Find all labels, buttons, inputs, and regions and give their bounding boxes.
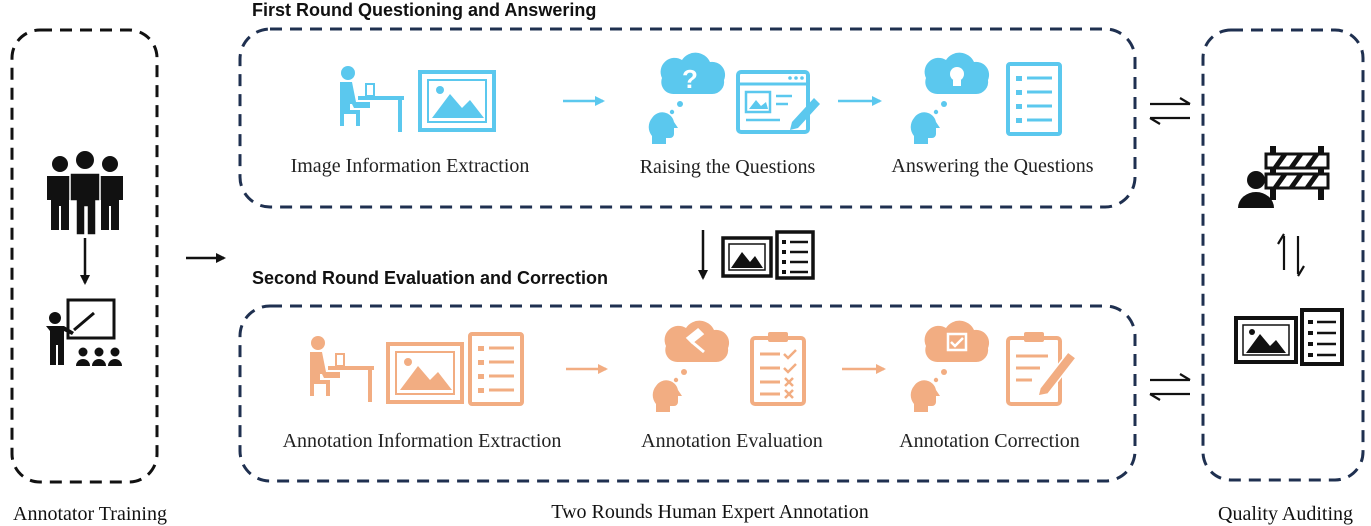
round2-step-2-label: Annotation Evaluation (641, 430, 823, 452)
evaluation-clipboard-icon (750, 332, 806, 406)
round2-audit-exchange-arrows (1149, 373, 1191, 401)
thinking-judge-icon (652, 320, 730, 412)
round1-box (238, 27, 1137, 209)
teacher-classroom-icon (46, 298, 122, 366)
round1-step-1-label: Image Information Extraction (290, 155, 530, 177)
image-icon-round2 (386, 342, 464, 404)
svg-text:?: ? (682, 64, 698, 94)
answer-list-icon (1006, 62, 1062, 136)
round2-box (238, 304, 1137, 483)
image-icon-round1 (418, 70, 496, 132)
text-list-icon-round2 (468, 332, 524, 406)
expert-annotation-caption: Two Rounds Human Expert Annotation (551, 501, 869, 523)
annotator-training-caption: Annotator Training (13, 503, 167, 525)
thinking-question-icon: ? (648, 52, 726, 144)
audit-updown-arrows (1277, 233, 1305, 277)
group-people-icon (47, 151, 123, 236)
image-text-pair-icon-middle (721, 230, 815, 280)
annotator-training-box (10, 28, 159, 484)
round1-step-3-label: Answering the Questions (891, 155, 1094, 177)
thinking-idea-icon (910, 52, 990, 144)
round1-title: First Round Questioning and Answering (252, 0, 597, 20)
browser-edit-icon (736, 70, 820, 134)
image-text-pair-icon-audit (1234, 308, 1344, 366)
auditor-barrier-icon (1238, 146, 1330, 208)
round2-step-1-label: Annotation Information Extraction (282, 430, 562, 452)
round2-title: Second Round Evaluation and Correction (252, 268, 609, 288)
thinking-check-icon (910, 320, 990, 412)
quality-auditing-box (1201, 28, 1365, 482)
round1-audit-exchange-arrows (1149, 97, 1191, 125)
person-at-desk-icon-round2 (310, 336, 374, 402)
correction-clipboard-icon (1006, 332, 1078, 406)
round2-step-3-label: Annotation Correction (899, 430, 1080, 452)
round1-step-2-label: Raising the Questions (639, 156, 816, 178)
quality-auditing-caption: Quality Auditing (1218, 503, 1353, 525)
person-at-desk-icon (340, 66, 404, 132)
